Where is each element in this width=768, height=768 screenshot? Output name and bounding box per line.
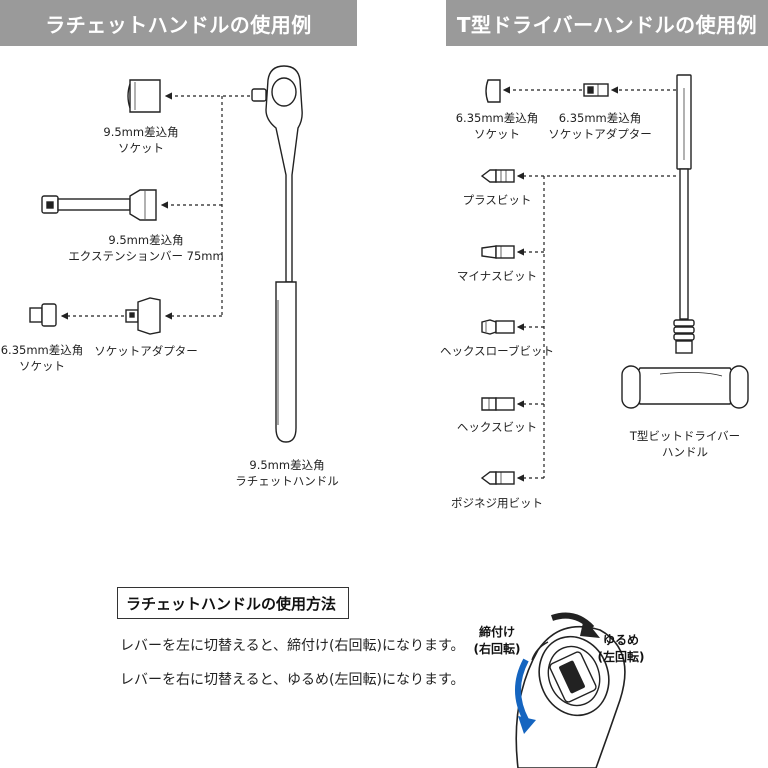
right-section-title: T型ドライバーハンドルの使用例 [446,0,768,46]
phillips-bit-label: プラスビット [462,193,532,207]
left-section-title: ラチェットハンドルの使用例 [0,0,357,46]
right-connectors [502,86,676,482]
socket-635-left-icon [29,303,57,327]
usage-line-1: レバーを左に切替えると、締付け(右回転)になります。 [120,638,465,654]
extension-bar-icon [41,189,157,221]
socket-635-left-label: 6.35mm差込角ソケット [0,343,84,373]
usage-line-2: レバーを右に切替えると、ゆるめ(左回転)になります。 [120,672,465,688]
tighten-label: 締付け(右回転) [473,625,521,656]
ratchet-head-closeup-icon [515,626,626,768]
flathead-bit-label: マイナスビット [456,269,538,283]
pozi-bit-icon [480,471,515,485]
socket-adapter-left-icon [125,297,161,335]
socket-adapter-left-label: ソケットアダプター [94,344,198,358]
socket-adapter-635-label: 6.35mm差込角ソケットアダプター [548,111,652,141]
hex-lobe-bit-icon [481,319,515,335]
loosen-arrow-icon [551,612,600,638]
left-connectors [60,92,250,320]
socket-635-right-icon [485,79,501,103]
usage-title: ラチェットハンドルの使用方法 [117,587,349,619]
pozi-bit-label: ポジネジ用ビット [451,496,543,510]
extension-bar-label: 9.5mm差込角エクステンションバー 75mm [68,233,224,263]
t-handle-label: T型ビットドライバーハンドル [629,429,741,459]
ratchet-handle-icon [251,65,303,443]
phillips-bit-icon [480,169,515,183]
hex-bit-label: ヘックスビット [456,420,538,434]
hex-bit-icon [481,397,515,411]
flathead-bit-icon [481,245,515,259]
hex-lobe-bit-label: ヘックスローブビット [440,344,554,358]
socket-adapter-635-icon [583,83,609,97]
tighten-arrow-icon [515,658,536,734]
socket-95-icon [127,79,161,113]
socket-635-right-label: 6.35mm差込角ソケット [455,111,539,141]
t-handle-icon [621,74,749,409]
socket-95-label: 9.5mm差込角ソケット [103,125,179,155]
ratchet-handle-label: 9.5mm差込角ラチェットハンドル [235,458,339,488]
loosen-label: ゆるめ(左回転) [597,633,645,664]
